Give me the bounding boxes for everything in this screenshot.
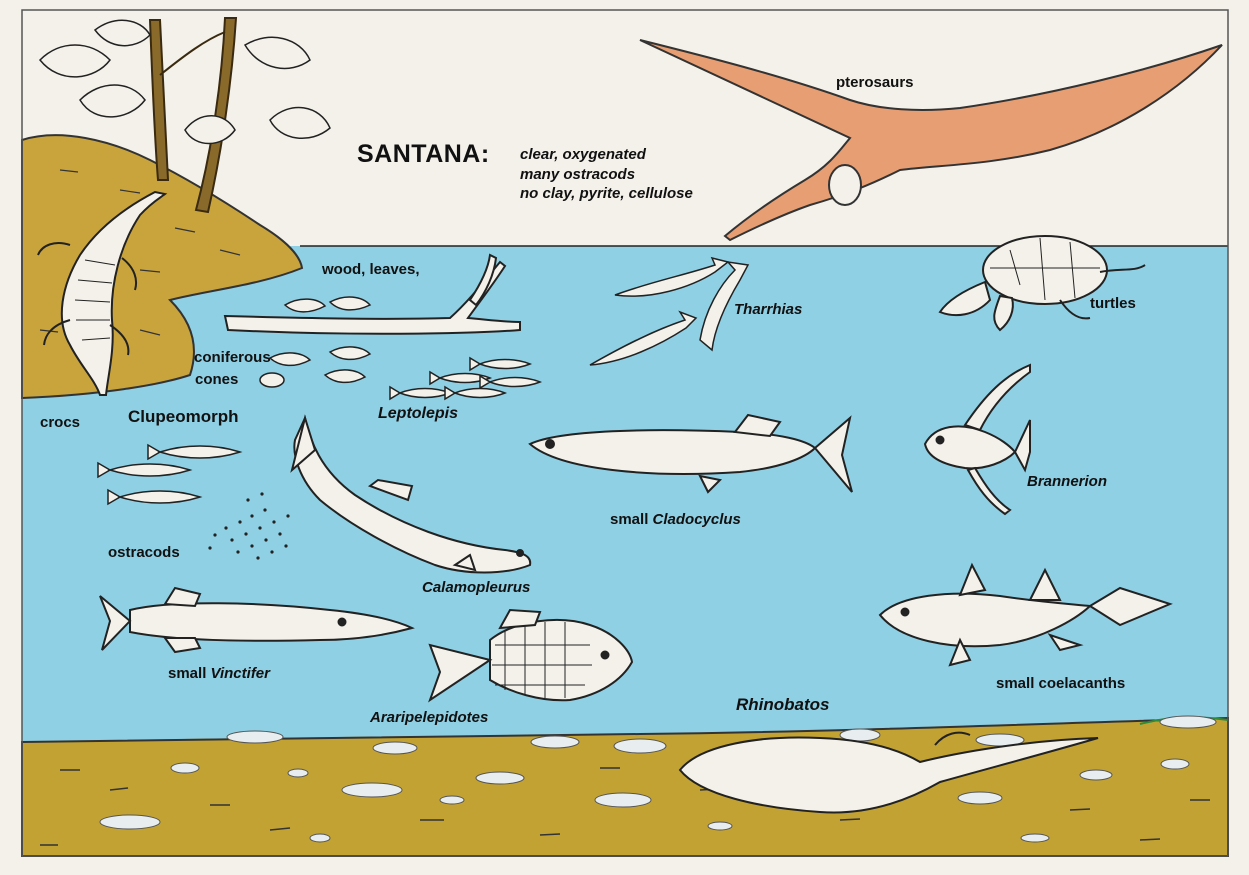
label-rhinobatos: Rhinobatos	[736, 696, 830, 715]
note-line: many ostracods	[520, 165, 693, 185]
label-cladocyclus-prefix: small	[610, 511, 648, 528]
label-pterosaurs: pterosaurs	[836, 75, 914, 92]
label-wood-leaves: wood, leaves,	[322, 262, 420, 279]
title: SANTANA:	[357, 140, 490, 169]
label-ostracods: ostracods	[108, 545, 180, 562]
label-tharrhias: Tharrhias	[734, 302, 802, 319]
label-cladocyclus: small Cladocyclus	[610, 512, 741, 529]
label-vinctifer-name: Vinctifer	[211, 665, 270, 682]
label-coelacanths: small coelacanths	[996, 676, 1125, 693]
label-coniferous: coniferous	[194, 350, 271, 367]
label-cones: cones	[195, 372, 238, 389]
sediment-bed	[22, 718, 1228, 856]
label-araripelepidotes: Araripelepidotes	[370, 710, 488, 727]
label-vinctifer-prefix: small	[168, 665, 206, 682]
conditions-notes: clear, oxygenated many ostracods no clay…	[520, 145, 693, 204]
label-clupeomorph: Clupeomorph	[128, 408, 239, 427]
label-brannerion: Brannerion	[1027, 474, 1107, 491]
note-line: clear, oxygenated	[520, 145, 693, 165]
label-cladocyclus-name: Cladocyclus	[653, 511, 741, 528]
label-calamopleurus: Calamopleurus	[422, 580, 530, 597]
label-crocs: crocs	[40, 415, 80, 432]
label-leptolepis: Leptolepis	[378, 405, 458, 423]
label-turtles: turtles	[1090, 296, 1136, 313]
label-vinctifer: small Vinctifer	[168, 666, 270, 683]
note-line: no clay, pyrite, cellulose	[520, 184, 693, 204]
